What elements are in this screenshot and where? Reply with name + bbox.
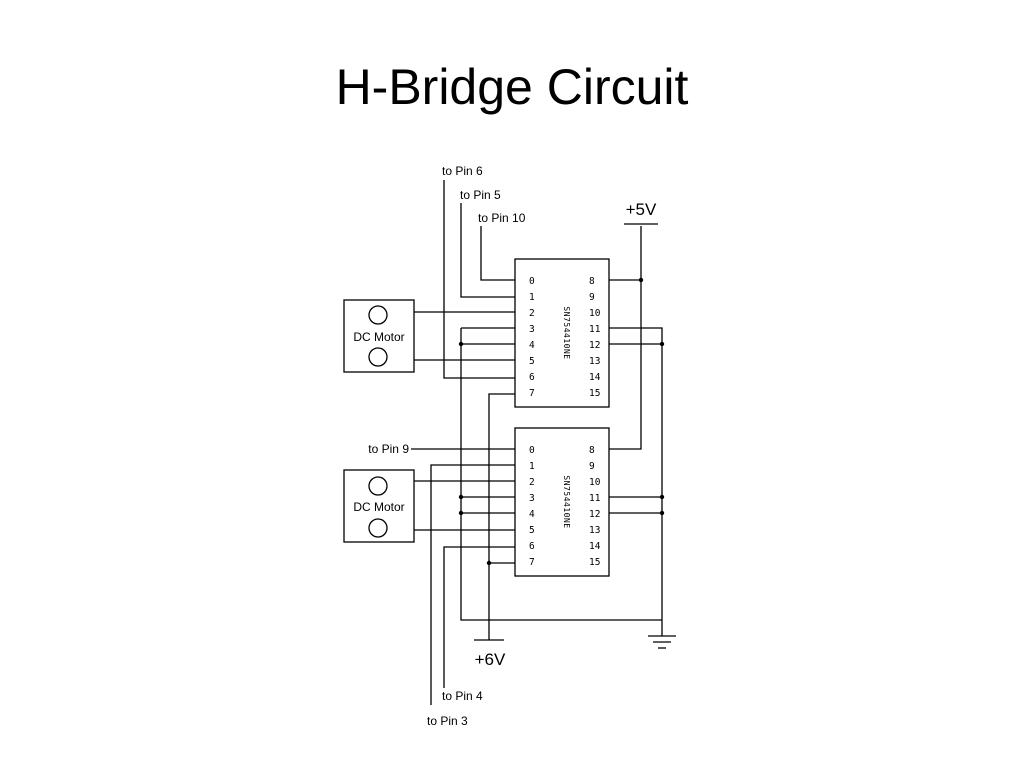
junctions <box>458 277 665 566</box>
chip-1-pin-1: 1 <box>529 292 535 303</box>
dc-motor-1: DC Motor <box>343 299 415 373</box>
label-to-pin-6: to Pin 6 <box>442 164 483 178</box>
label-to-pin-5: to Pin 5 <box>460 188 501 202</box>
chip-2-name: SN754410NE <box>562 475 571 528</box>
wire-pin4-to-chip2-6 <box>443 546 515 688</box>
junction-dot <box>638 277 644 283</box>
dc-motor-1-label: DC Motor <box>353 330 404 344</box>
junction-dot <box>659 510 665 516</box>
junction-dot <box>458 510 464 516</box>
chip-1-pin-10: 10 <box>589 308 601 319</box>
chip-2-pin-4: 4 <box>529 509 535 520</box>
chip-1-pin-7: 7 <box>529 388 535 399</box>
supply-6v: +6V <box>474 639 506 669</box>
dc-motor-1-terminal-top <box>368 305 388 325</box>
chip-2-pin-10: 10 <box>589 477 601 488</box>
chip-1-pin-15: 15 <box>589 388 600 399</box>
dc-motor-2-label: DC Motor <box>353 500 404 514</box>
supply-6v-label: +6V <box>475 650 506 669</box>
chip-2-pin-9: 9 <box>589 461 595 472</box>
chip-2-pin-11: 11 <box>589 493 601 504</box>
ground-symbol <box>648 635 676 649</box>
chip-2-pin-8: 8 <box>589 445 595 456</box>
chip-2-pin-6: 6 <box>529 541 535 552</box>
chip-2-pin-3: 3 <box>529 493 535 504</box>
chip-1-pin-6: 6 <box>529 372 535 383</box>
wire-left-ground-bus <box>460 328 662 621</box>
dc-motor-2-terminal-top <box>368 476 388 496</box>
chip-1-pin-4: 4 <box>529 340 535 351</box>
wire-pin5-to-chip1-1 <box>460 203 515 298</box>
chip-1-pin-2: 2 <box>529 308 535 319</box>
chip-2-pin-2: 2 <box>529 477 535 488</box>
wire-right-ground-bus <box>609 327 663 636</box>
chip-1-pin-14: 14 <box>589 372 601 383</box>
chip-2-pin-15: 15 <box>589 557 600 568</box>
junction-dot <box>659 341 665 347</box>
wire-chip1-7-to-6v <box>488 393 515 640</box>
chip-1-pin-3: 3 <box>529 324 535 335</box>
label-to-pin-3: to Pin 3 <box>427 714 468 728</box>
dc-motor-2-terminal-bottom <box>368 518 388 538</box>
wires <box>411 180 663 705</box>
chip-1-pin-9: 9 <box>589 292 595 303</box>
wire-pin6-to-chip1-6 <box>443 180 515 379</box>
label-to-pin-10: to Pin 10 <box>478 211 526 225</box>
slide-title: H-Bridge Circuit <box>335 59 689 115</box>
chip-2-body <box>514 427 610 577</box>
chip-2-pin-12: 12 <box>589 509 600 520</box>
dc-motor-2: DC Motor <box>343 469 415 543</box>
chip-2-pin-1: 1 <box>529 461 535 472</box>
junction-dot <box>458 341 464 347</box>
chip-2-pin-5: 5 <box>529 525 535 536</box>
chip-2-pin-14: 14 <box>589 541 601 552</box>
chip-1-pin-8: 8 <box>589 276 595 287</box>
chip-1-body <box>514 258 610 408</box>
dc-motor-1-terminal-bottom <box>368 347 388 367</box>
wire-5v-bus <box>609 226 642 450</box>
junction-dot <box>458 494 464 500</box>
chip-2-pin-7: 7 <box>529 557 535 568</box>
chip-1-name: SN754410NE <box>562 306 571 359</box>
chip-2: SN754410NE 0 1 2 3 4 5 6 7 8 9 10 11 12 … <box>514 427 610 577</box>
junction-dot <box>659 494 665 500</box>
chip-1-pin-0: 0 <box>529 276 535 287</box>
wire-pin3-to-chip2-1 <box>430 464 515 705</box>
chip-1-pin-13: 13 <box>589 356 600 367</box>
label-to-pin-4: to Pin 4 <box>442 689 483 703</box>
chip-1-pin-12: 12 <box>589 340 600 351</box>
junction-dot <box>486 560 492 566</box>
label-to-pin-9: to Pin 9 <box>368 442 409 456</box>
chip-2-pin-13: 13 <box>589 525 600 536</box>
supply-5v-label: +5V <box>626 200 657 219</box>
chip-1-pin-11: 11 <box>589 324 601 335</box>
supply-5v: +5V <box>624 200 658 225</box>
chip-1-pin-5: 5 <box>529 356 535 367</box>
chip-1: SN754410NE 0 1 2 3 4 5 6 7 8 9 10 11 12 … <box>514 258 610 408</box>
wire-pin10-to-chip1-0 <box>480 226 515 281</box>
chip-2-pin-0: 0 <box>529 445 535 456</box>
